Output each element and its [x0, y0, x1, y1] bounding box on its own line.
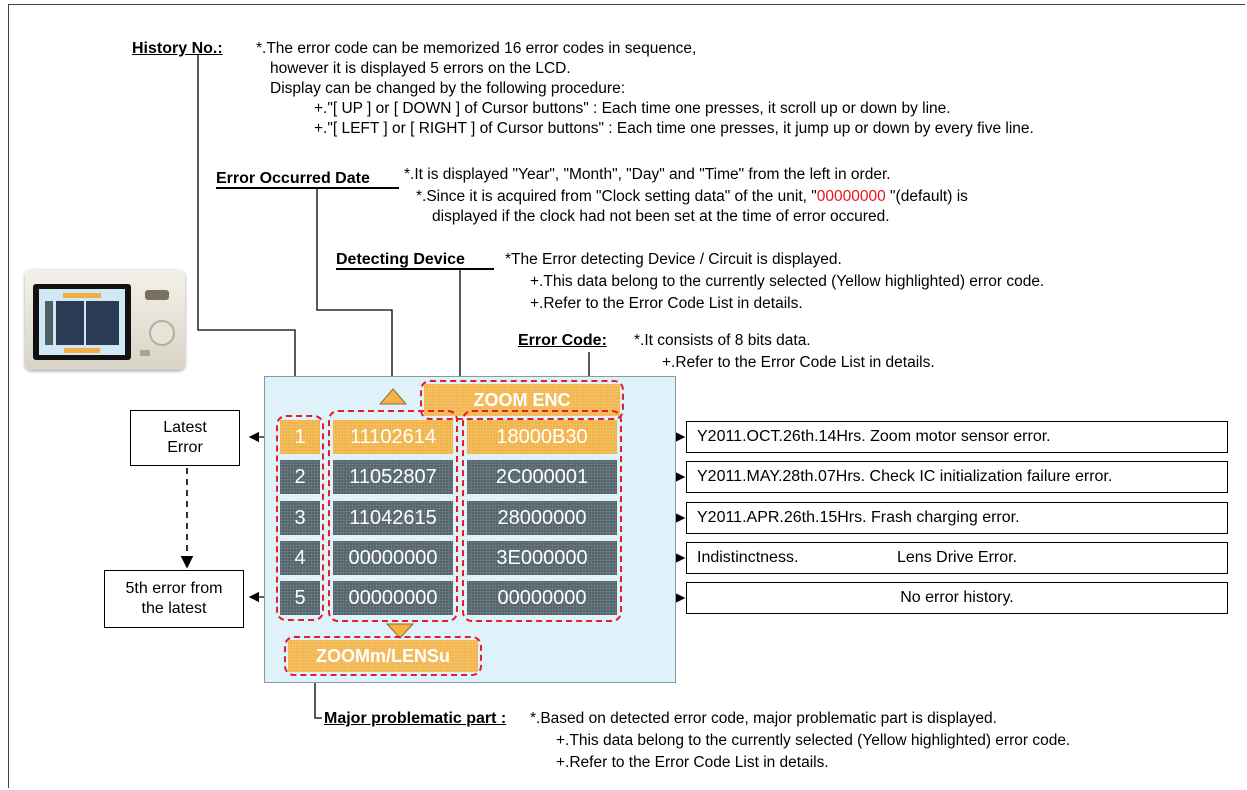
- latest-error-box: Latest Error: [130, 410, 240, 466]
- camera-thumbnail: [25, 270, 185, 370]
- code-label: Error Code:: [518, 332, 607, 349]
- device-display-highlight: [420, 380, 624, 420]
- part-display: ZOOMm/LENSu: [288, 640, 478, 672]
- error-date-cell: 11042615: [333, 501, 453, 535]
- error-date-cell: 00000000: [333, 541, 453, 575]
- description-box-2: Y2011.MAY.28th.07Hrs. Check IC initializ…: [686, 461, 1228, 493]
- code-column-highlight: [462, 410, 622, 622]
- camera-button: [140, 350, 150, 356]
- history-number-highlight: [276, 415, 324, 621]
- major-line-1: *.Based on detected error code, major pr…: [530, 710, 997, 727]
- error-code-cell: 2C000001: [467, 460, 617, 494]
- camera-lcd: [39, 289, 125, 355]
- date-column-highlight: [328, 410, 458, 622]
- date-line-2b: "(default) is: [885, 188, 968, 205]
- history-line-1: *.The error code can be memorized 16 err…: [256, 40, 697, 57]
- description-3-text: Y2011.APR.26th.15Hrs. Frash charging err…: [697, 509, 1020, 526]
- error-date-cell: 00000000: [333, 581, 453, 615]
- error-date-cell: 11102614: [333, 420, 453, 454]
- device-label: Detecting Device: [336, 251, 465, 268]
- camera-lever: [145, 290, 169, 300]
- error-code-cell: 3E000000: [467, 541, 617, 575]
- history-number-cell: 2: [280, 460, 320, 494]
- error-code-cell: 18000B30: [467, 420, 617, 454]
- date-label: Error Occurred Date: [216, 170, 370, 187]
- description-box-4: Indistinctness. Lens Drive Error.: [686, 542, 1228, 574]
- major-line-3: +.Refer to the Error Code List in detail…: [556, 754, 829, 771]
- description-box-3: Y2011.APR.26th.15Hrs. Frash charging err…: [686, 502, 1228, 534]
- part-display-highlight: [284, 636, 482, 676]
- date-line-2: *.Since it is acquired from "Clock setti…: [416, 188, 968, 206]
- error-date-cell: 11052807: [333, 460, 453, 494]
- description-box-5: No error history.: [686, 582, 1228, 614]
- error-code-cell: 00000000: [467, 581, 617, 615]
- history-number-cell: 4: [280, 541, 320, 575]
- device-line-2: +.This data belong to the currently sele…: [530, 273, 1045, 290]
- history-line-5: +."[ LEFT ] or [ RIGHT ] of Cursor butto…: [314, 120, 1034, 137]
- camera-dial: [149, 320, 175, 346]
- date-default-value: 00000000: [816, 188, 886, 205]
- history-label: History No.:: [132, 40, 223, 57]
- description-4-left: Indistinctness.: [697, 549, 799, 566]
- description-5-text: No error history.: [900, 589, 1014, 606]
- device-line-1: *The Error detecting Device / Circuit is…: [505, 251, 842, 268]
- major-connector: [314, 675, 322, 719]
- device-label-underline: [336, 268, 494, 270]
- page-frame: [8, 4, 1245, 788]
- camera-screen: [33, 284, 131, 360]
- date-label-underline: [216, 187, 399, 189]
- device-line-3: +.Refer to the Error Code List in detail…: [530, 295, 803, 312]
- code-line-1: *.It consists of 8 bits data.: [634, 332, 811, 349]
- history-number-cell: 3: [280, 501, 320, 535]
- history-number-cell: 5: [280, 581, 320, 615]
- date-line-3: displayed if the clock had not been set …: [432, 208, 890, 225]
- history-line-2: however it is displayed 5 errors on the …: [270, 60, 571, 77]
- history-line-4: +."[ UP ] or [ DOWN ] of Cursor buttons"…: [314, 100, 951, 117]
- date-connector: [316, 187, 398, 414]
- description-1-text: Y2011.OCT.26th.14Hrs. Zoom motor sensor …: [697, 428, 1051, 445]
- camera-lcd-pattern: [45, 293, 119, 353]
- description-2-text: Y2011.MAY.28th.07Hrs. Check IC initializ…: [697, 468, 1113, 485]
- major-label: Major problematic part :: [324, 710, 507, 727]
- date-line-2a: *.Since it is acquired from "Clock setti…: [416, 188, 817, 205]
- code-line-2: +.Refer to the Error Code List in detail…: [662, 354, 935, 371]
- error-code-cell: 28000000: [467, 501, 617, 535]
- date-line-1: *.It is displayed "Year", "Month", "Day"…: [404, 166, 891, 183]
- description-box-1: Y2011.OCT.26th.14Hrs. Zoom motor sensor …: [686, 421, 1228, 453]
- scroll-down-icon: [385, 623, 415, 639]
- history-line-3: Display can be changed by the following …: [270, 80, 626, 97]
- fifth-error-box: 5th error from the latest: [104, 570, 244, 628]
- scroll-up-icon: [378, 388, 408, 405]
- history-number-cell: 1: [280, 420, 320, 454]
- major-line-2: +.This data belong to the currently sele…: [556, 732, 1071, 749]
- history-connector: [197, 55, 301, 417]
- description-4-right: Lens Drive Error.: [897, 549, 1018, 566]
